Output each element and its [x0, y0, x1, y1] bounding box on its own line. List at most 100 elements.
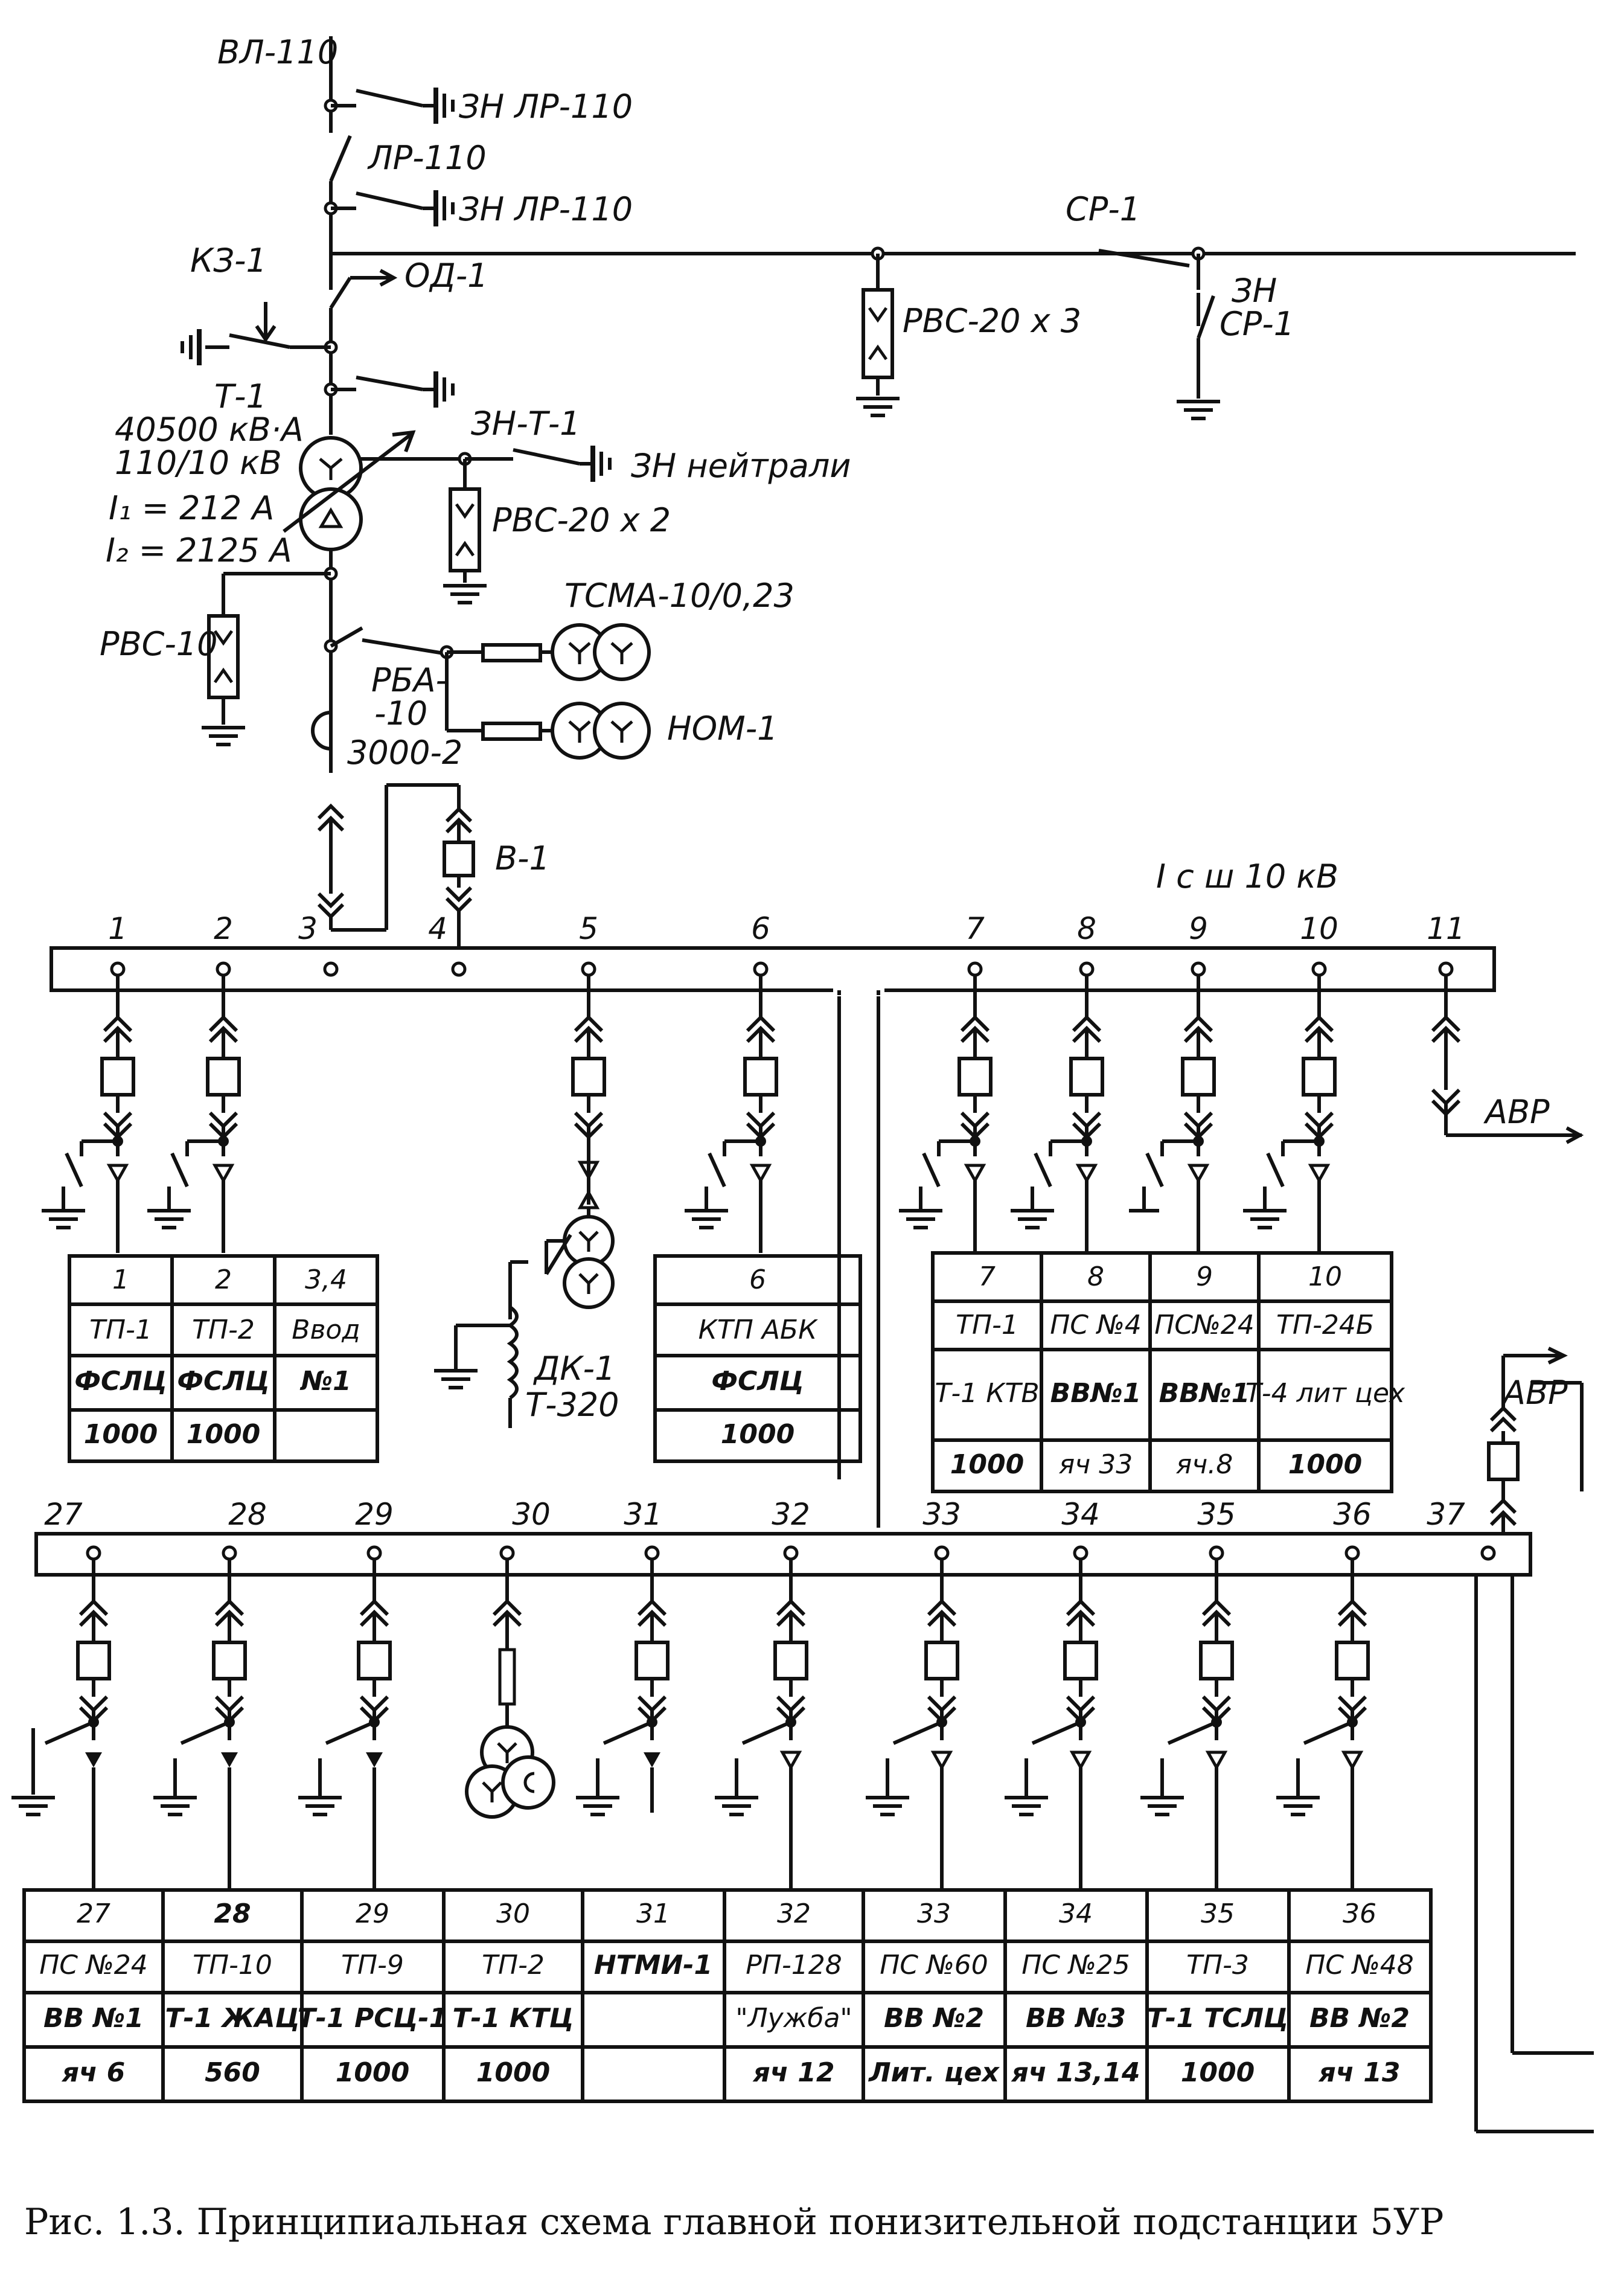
cell-number: 37 [1427, 1497, 1465, 1532]
label-zn-neutral: ЗН нейтрали [631, 447, 851, 485]
cell-number: 7 [965, 911, 985, 946]
table-cell: 33 [917, 1898, 951, 1929]
label-zn-t1: ЗН-Т-1 [471, 405, 581, 443]
cell-number: 32 [772, 1497, 810, 1532]
upper-bus [50, 946, 1496, 1528]
table-cell: яч 33 [1059, 1449, 1133, 1480]
table-cell: 1000 [950, 1449, 1024, 1480]
table-cell: ВВ№1 [1050, 1378, 1142, 1409]
label-rba-b: -10 [374, 694, 427, 732]
lower-feeders [11, 1545, 1496, 1891]
table-cell: ВВ №2 [884, 2003, 984, 2034]
table-cell: 29 [356, 1898, 389, 1929]
table-cell: Т-1 РСЦ-1 [298, 2003, 447, 2034]
table-cell: 1 [112, 1264, 129, 1295]
cell-number: 28 [228, 1497, 267, 1532]
table-cell: ТП-3 [1186, 1950, 1249, 1981]
cell-number: 31 [624, 1497, 662, 1532]
table-cell: Т-4 лит цех [1245, 1378, 1405, 1409]
table-cell: 6 [749, 1264, 766, 1295]
table-right: 7 8 9 10 ТП-1 ПС №4 ПС№24 ТП-24Б Т-1 КТВ… [931, 1251, 1405, 1493]
table-cell: 3,4 [305, 1264, 347, 1295]
table-cell: 30 [496, 1898, 530, 1929]
label-bus: I с ш 10 кВ [1156, 857, 1338, 895]
label-rba-a: РБА- [371, 661, 447, 699]
table-cell: ПС №25 [1021, 1950, 1130, 1981]
table-cell: ПС№24 [1154, 1310, 1255, 1340]
table-cell: ТП-1 [956, 1310, 1018, 1340]
table-bottom: 27 28 29 30 31 32 33 34 35 36 ПС №24 ТП-… [22, 1888, 1433, 2103]
label-dk1-b: Т-320 [525, 1386, 619, 1424]
label-vl110: ВЛ-110 [217, 33, 338, 71]
cell-number: 5 [579, 911, 598, 946]
table-cell: 2 [215, 1264, 232, 1295]
table-cell: ПС №24 [39, 1950, 148, 1981]
table-cell: яч 13,14 [1011, 2057, 1140, 2088]
table-cell: КТП АБК [699, 1315, 818, 1345]
cell-number: 29 [355, 1497, 394, 1532]
upper-cell-numbers: 1 2 3 4 5 6 7 8 9 10 11 [108, 911, 1465, 946]
lower-bus: АВР [34, 1347, 1594, 2133]
cell-number: 11 [1427, 911, 1465, 946]
cell-number: 6 [751, 911, 770, 946]
label-rba-c: 3000-2 [347, 734, 462, 772]
table-cell: ВВ №2 [1309, 2003, 1410, 2034]
cell-number: 3 [298, 911, 318, 946]
cell-number: 33 [922, 1497, 961, 1532]
label-kz1: КЗ-1 [190, 242, 267, 280]
hv-section [182, 36, 1576, 963]
table-cell: 1000 [476, 2057, 550, 2088]
hv-labels: ВЛ-110 ЗН ЛР-110 ЛР-110 ЗН ЛР-110 КЗ-1 О… [100, 33, 1338, 895]
table-cell: ПС №60 [880, 1950, 988, 1981]
label-rvs20x2: РВС-20 х 2 [492, 501, 671, 539]
table-cell: ФСЛЦ [711, 1366, 804, 1397]
table-cell: "Лужба" [735, 2003, 852, 2034]
label-t1: Т-1 [214, 377, 267, 415]
label-nom1: НОМ-1 [667, 709, 778, 748]
label-rvs10: РВС-10 [100, 625, 218, 663]
table-cell: Т-1 КТВ [935, 1378, 1039, 1409]
table-cell: яч 12 [752, 2057, 834, 2088]
cell-number: 4 [428, 911, 447, 946]
label-tsma: ТСМА-10/0,23 [564, 577, 794, 615]
table-cell: ТП-9 [341, 1950, 404, 1981]
table-cell: ВВ №1 [43, 2003, 144, 2034]
label-zn-lr110-b: ЗН ЛР-110 [459, 190, 633, 228]
cell-number: 2 [214, 911, 233, 946]
table-cell: 27 [77, 1898, 110, 1929]
table-cell: ТП-1 [89, 1315, 152, 1345]
label-lr110: ЛР-110 [367, 139, 487, 177]
table-cell: ФСЛЦ [74, 1366, 167, 1397]
label-avr-lower: АВР [1501, 1374, 1568, 1412]
cell-number: 35 [1197, 1497, 1236, 1532]
table-cell: яч 13 [1318, 2057, 1400, 2088]
table-cell: 8 [1087, 1261, 1104, 1292]
upper-feeders: АВР [42, 961, 1584, 1428]
table-cell: НТМИ-1 [594, 1950, 712, 1981]
table-cell: Лит. цех [868, 2057, 1000, 2088]
table-cell: ТП-24Б [1276, 1310, 1374, 1340]
cell-number: 27 [44, 1497, 83, 1532]
table-cell: 10 [1308, 1261, 1342, 1292]
table-cell: 35 [1201, 1898, 1235, 1929]
cell-number: 8 [1077, 911, 1096, 946]
table-cell: Ввод [292, 1315, 360, 1345]
table-cell: 31 [636, 1898, 670, 1929]
table-cell: №1 [299, 1366, 351, 1397]
table-cell: Т-1 ЖАЦ [165, 2003, 300, 2034]
cell-number: 36 [1333, 1497, 1372, 1532]
table-cell: 1000 [336, 2057, 409, 2088]
cell-number: 1 [108, 911, 127, 946]
cell-number: 10 [1300, 911, 1338, 946]
table-cell: ФСЛЦ [177, 1366, 269, 1397]
table-cell: 1000 [1288, 1449, 1362, 1480]
table-cell: ТП-10 [193, 1950, 272, 1981]
table-cell: 1000 [84, 1419, 158, 1450]
label-zn-sr1-b: СР-1 [1220, 305, 1294, 343]
label-avr-upper: АВР [1483, 1093, 1550, 1131]
table-cell: яч 6 [62, 2057, 125, 2088]
table-cell: 32 [777, 1898, 811, 1929]
cell-number: 34 [1061, 1497, 1100, 1532]
table-cell: ВВ№1 [1159, 1378, 1250, 1409]
